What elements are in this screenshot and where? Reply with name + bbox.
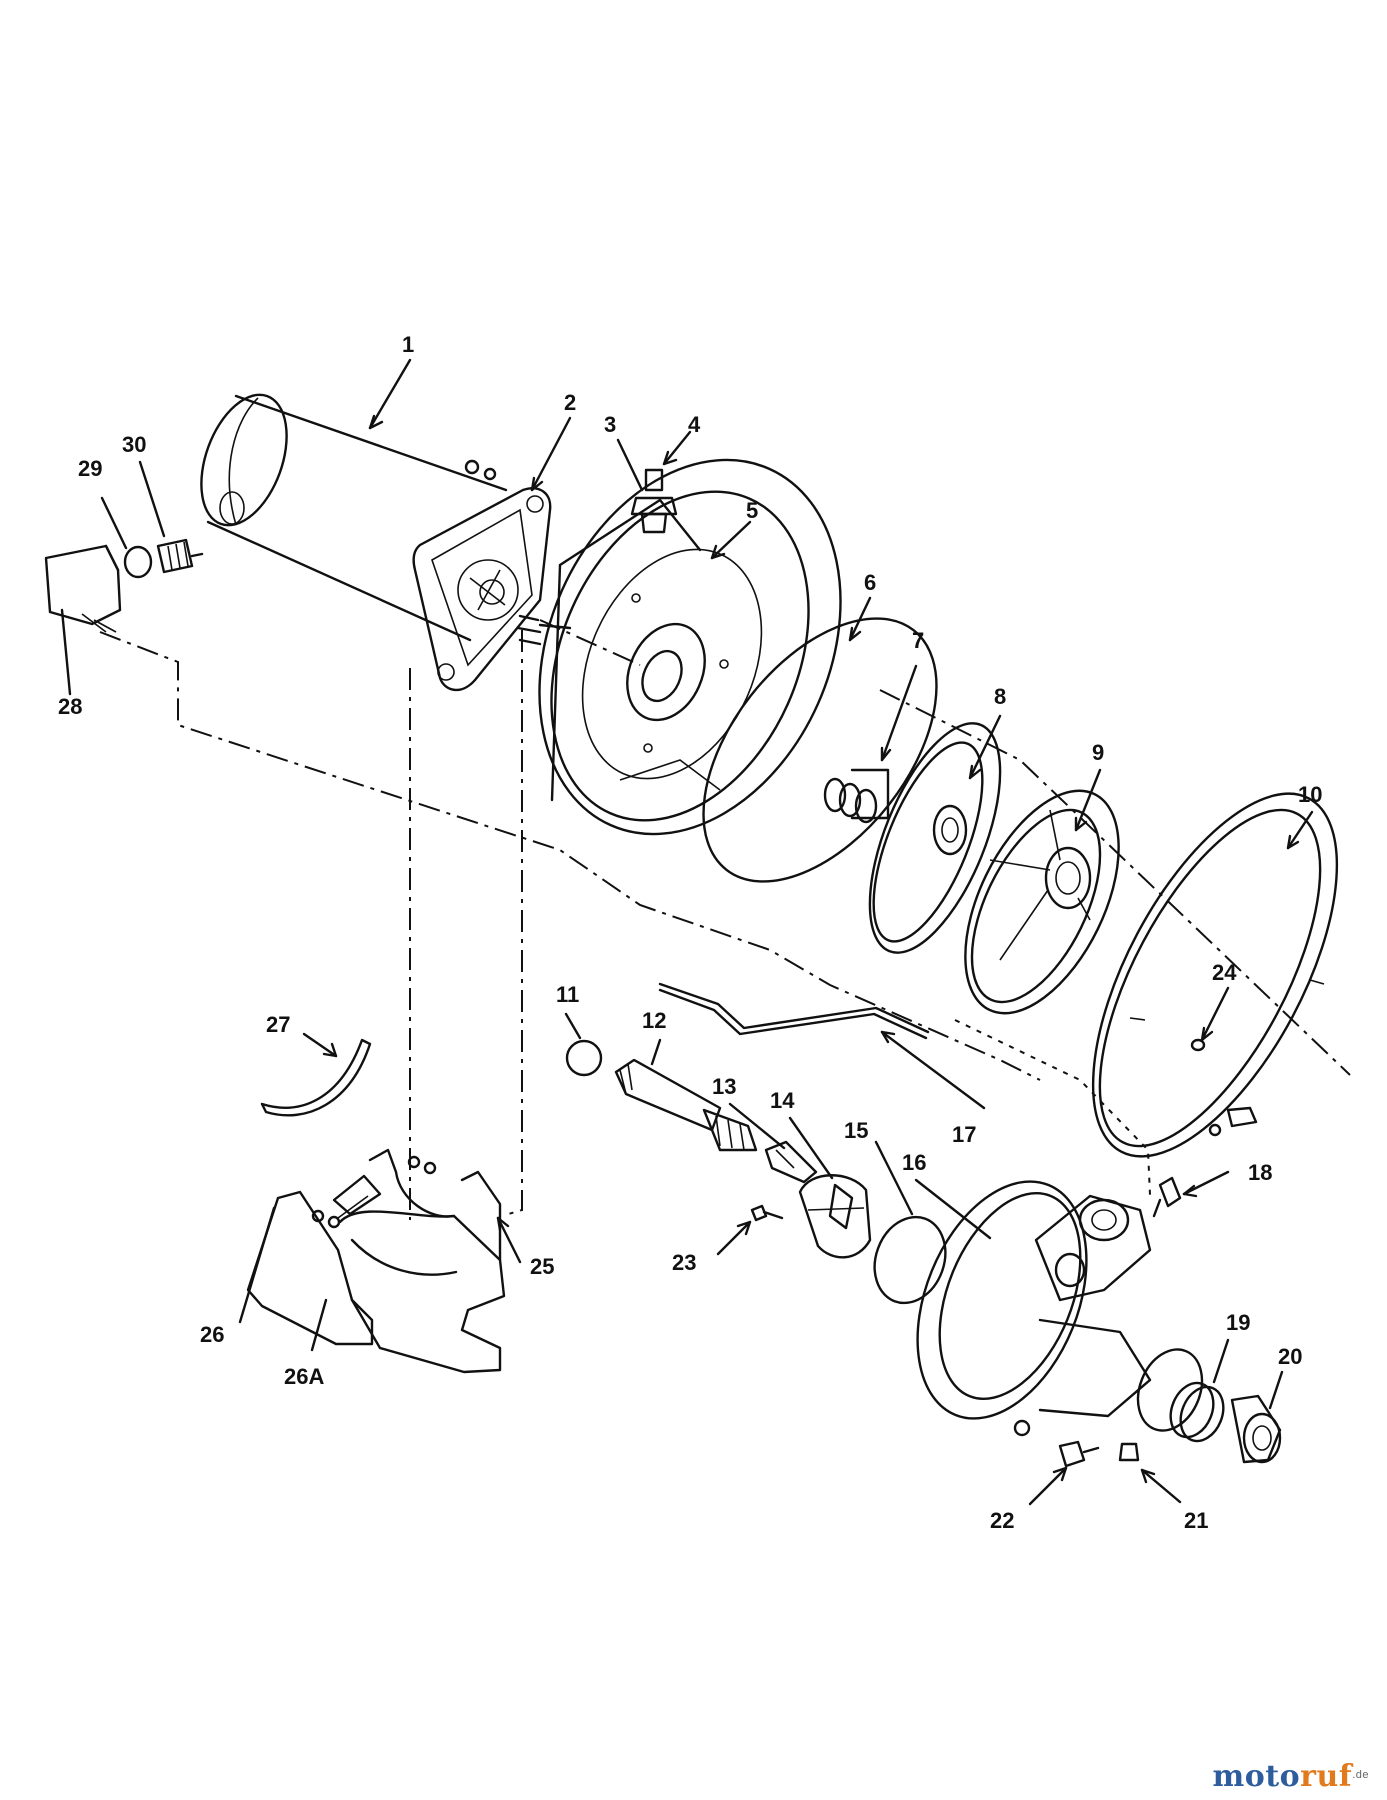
venturi-part-12 xyxy=(614,1058,758,1152)
shaft-seal-part-7 xyxy=(823,768,890,824)
callout-14: 14 xyxy=(770,1088,795,1113)
callout-1: 1 xyxy=(402,332,414,357)
clamp-band-part-10 xyxy=(1091,792,1339,1158)
callout-labels: 1 2 3 4 5 6 7 8 9 10 11 12 13 14 15 16 1… xyxy=(58,332,1322,1533)
pump-casing-part-16 xyxy=(916,1180,1204,1437)
diffuser-part-9 xyxy=(964,789,1120,1015)
callout-22: 22 xyxy=(990,1508,1014,1533)
callout-13: 13 xyxy=(712,1074,736,1099)
o-ring-part-15 xyxy=(873,1215,947,1305)
callout-24: 24 xyxy=(1212,960,1237,985)
bolt-washer-pair xyxy=(464,459,497,481)
plug-part-21 xyxy=(1118,1442,1140,1462)
callout-12: 12 xyxy=(642,1008,666,1033)
callout-7: 7 xyxy=(912,628,924,653)
end-bracket-part-2 xyxy=(412,487,572,692)
callout-18: 18 xyxy=(1248,1160,1272,1185)
guide-vane-part-14 xyxy=(798,1174,872,1259)
callout-19: 19 xyxy=(1226,1310,1250,1335)
screw-part-23 xyxy=(750,1204,784,1222)
motor-part-1 xyxy=(200,393,508,642)
plug-part-3-4 xyxy=(630,468,678,534)
callout-2: 2 xyxy=(564,390,576,415)
elbow-part-18 xyxy=(1152,1176,1182,1218)
callout-26a: 26A xyxy=(284,1364,324,1389)
callout-11: 11 xyxy=(556,982,579,1007)
center-lines xyxy=(99,619,1351,1220)
leader-lines xyxy=(60,358,1314,1506)
tube-part-17 xyxy=(658,982,930,1040)
callout-27: 27 xyxy=(266,1012,290,1037)
o-ring-part-6 xyxy=(702,617,938,883)
base-part-25 xyxy=(246,1148,506,1374)
callout-6: 6 xyxy=(864,570,876,595)
callout-28: 28 xyxy=(58,694,82,719)
base-bolts xyxy=(311,1155,437,1229)
impeller-part-8 xyxy=(868,722,1002,954)
callout-26: 26 xyxy=(200,1322,224,1347)
o-ring-part-29 xyxy=(123,545,153,579)
callout-20: 20 xyxy=(1278,1344,1302,1369)
callout-3: 3 xyxy=(604,412,616,437)
fitting-part-30 xyxy=(156,538,204,574)
watermark-text: motoruf xyxy=(1212,1759,1353,1794)
watermark-logo: motoruf.de xyxy=(1213,1759,1369,1794)
screw-part-24 xyxy=(1190,1038,1206,1052)
callout-10: 10 xyxy=(1298,782,1322,807)
callout-21: 21 xyxy=(1184,1508,1208,1533)
callout-15: 15 xyxy=(844,1118,868,1143)
callout-29: 29 xyxy=(78,456,102,481)
callout-30: 30 xyxy=(122,432,146,457)
callout-16: 16 xyxy=(902,1150,926,1175)
housing-part-5 xyxy=(538,458,842,836)
callout-17: 17 xyxy=(952,1122,976,1147)
callout-4: 4 xyxy=(688,412,701,437)
callout-8: 8 xyxy=(994,684,1006,709)
callout-9: 9 xyxy=(1092,740,1104,765)
drain-plug-part-22 xyxy=(1058,1440,1100,1468)
nozzle-part-13 xyxy=(764,1140,818,1184)
o-ring-part-11 xyxy=(565,1039,603,1077)
callout-5: 5 xyxy=(746,498,758,523)
callout-23: 23 xyxy=(672,1250,696,1275)
pressure-switch-part-28 xyxy=(44,544,122,633)
clip-part-27 xyxy=(260,1038,372,1117)
fitting-part-20 xyxy=(1230,1394,1282,1464)
callout-25: 25 xyxy=(530,1254,554,1279)
watermark-suffix: .de xyxy=(1352,1769,1369,1781)
nut-part-19 xyxy=(1169,1381,1225,1443)
